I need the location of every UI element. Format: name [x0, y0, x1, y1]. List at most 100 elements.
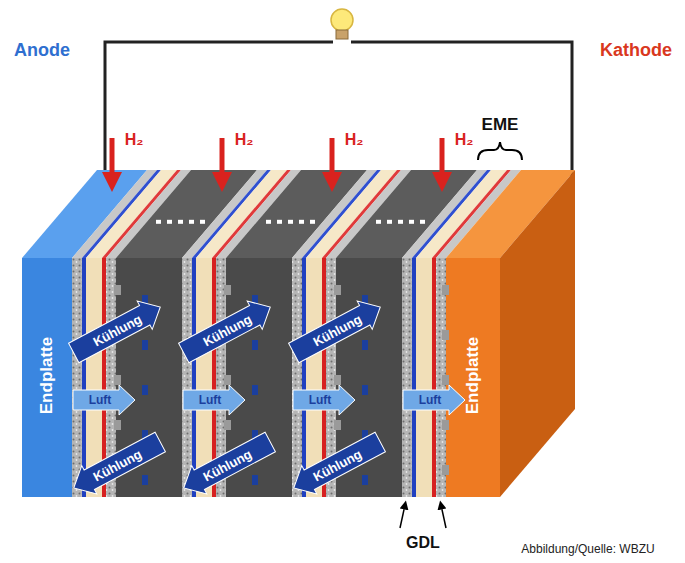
part-label: GDL: [406, 535, 440, 551]
part-label: Endplatte: [38, 336, 55, 413]
channel-notch: [288, 220, 293, 224]
membrane: [86, 258, 102, 497]
anode-layer: [192, 258, 196, 497]
gdl: [292, 258, 302, 497]
gas-channel: [442, 285, 449, 295]
cooling-arrow: [66, 428, 168, 502]
stack-body: [22, 170, 575, 497]
gas-channel: [334, 375, 341, 385]
hydrogen-arrow: [440, 138, 445, 182]
channel-notch: [409, 220, 414, 224]
channel-notch: [310, 220, 315, 224]
flow-label: Luft: [89, 394, 112, 406]
cooling-channel: [252, 340, 258, 350]
air-arrow-shape: [293, 385, 355, 415]
cooling-channel: [362, 385, 368, 395]
cooling-arrow-shape: [176, 428, 278, 502]
part-label: Endplatte: [464, 336, 481, 413]
air-arrow-shape: [403, 385, 465, 415]
channel-notch: [266, 220, 271, 224]
gas-channel: [114, 375, 121, 385]
channel-notch: [387, 220, 392, 224]
air-arrow: [293, 385, 355, 415]
flow-arrows: [66, 138, 465, 502]
hydrogen-arrow: [220, 138, 225, 182]
channel-notch: [398, 220, 403, 224]
anode-endplate: [22, 258, 72, 497]
cooling-arrow-shape: [66, 293, 168, 367]
anode-layer: [82, 258, 86, 497]
cooling-channel: [142, 385, 148, 395]
flow-label: Luft: [309, 394, 332, 406]
cathode-endplate: [446, 258, 500, 497]
channel-notch: [200, 220, 205, 224]
gas-label: H₂: [125, 132, 144, 148]
electrode-label: Kathode: [600, 41, 672, 59]
channel-notch: [277, 220, 282, 224]
flow-label: Luft: [199, 394, 222, 406]
cooling-arrow-shape: [66, 428, 168, 502]
gdl: [72, 258, 82, 497]
membrane: [416, 258, 432, 497]
gas-label: H₂: [235, 132, 254, 148]
cooling-arrow: [66, 293, 168, 367]
cooling-channel: [142, 340, 148, 350]
hydrogen-arrow: [110, 138, 115, 182]
channel-notch: [178, 220, 183, 224]
channel-notch: [189, 220, 194, 224]
membrane: [196, 258, 212, 497]
gas-channel: [114, 285, 121, 295]
cooling-arrow: [176, 428, 278, 502]
flow-label: Luft: [419, 394, 442, 406]
cooling-arrow-shape: [286, 428, 388, 502]
gas-label: H₂: [345, 132, 364, 148]
cooling-channel: [362, 475, 368, 485]
gas-channel: [442, 330, 449, 340]
gdl: [182, 258, 192, 497]
gas-channel: [224, 375, 231, 385]
source-note: Abbildung/Quelle: WBZU: [521, 543, 654, 555]
gas-channel: [114, 420, 121, 430]
channel-notch: [420, 220, 425, 224]
bracket: [478, 142, 522, 160]
gdl: [402, 258, 412, 497]
gas-channel: [334, 285, 341, 295]
bulb-base: [336, 30, 348, 39]
gas-channel: [442, 420, 449, 430]
channel-notch: [299, 220, 304, 224]
anode-layer: [412, 258, 416, 497]
cooling-channel: [252, 475, 258, 485]
cooling-arrow: [286, 428, 388, 502]
cooling-channel: [252, 385, 258, 395]
leader-line: [400, 505, 405, 528]
cooling-arrow: [176, 293, 278, 367]
hydrogen-arrow: [330, 138, 335, 182]
air-arrow-shape: [183, 385, 245, 415]
gas-channel: [224, 420, 231, 430]
electrode-label: Anode: [14, 41, 70, 59]
air-arrow: [183, 385, 245, 415]
channel-notch: [167, 220, 172, 224]
anode-layer: [302, 258, 306, 497]
gas-channel: [224, 285, 231, 295]
part-label: EME: [482, 116, 519, 133]
air-arrow-shape: [73, 385, 135, 415]
membrane: [306, 258, 322, 497]
cooling-channel: [142, 475, 148, 485]
cathode-layer: [432, 258, 436, 497]
cooling-arrow-shape: [176, 293, 278, 367]
gas-channel: [442, 465, 449, 475]
wire: [105, 42, 572, 190]
cooling-arrow: [286, 293, 388, 367]
gas-label: H₂: [455, 132, 474, 148]
gas-channel: [334, 420, 341, 430]
channel-notch: [376, 220, 381, 224]
cooling-channel: [362, 340, 368, 350]
gas-channel: [442, 375, 449, 385]
cathode-endplate-side: [500, 170, 575, 497]
air-arrow: [73, 385, 135, 415]
cooling-arrow-shape: [286, 293, 388, 367]
channel-notch: [156, 220, 161, 224]
air-arrow: [403, 385, 465, 415]
